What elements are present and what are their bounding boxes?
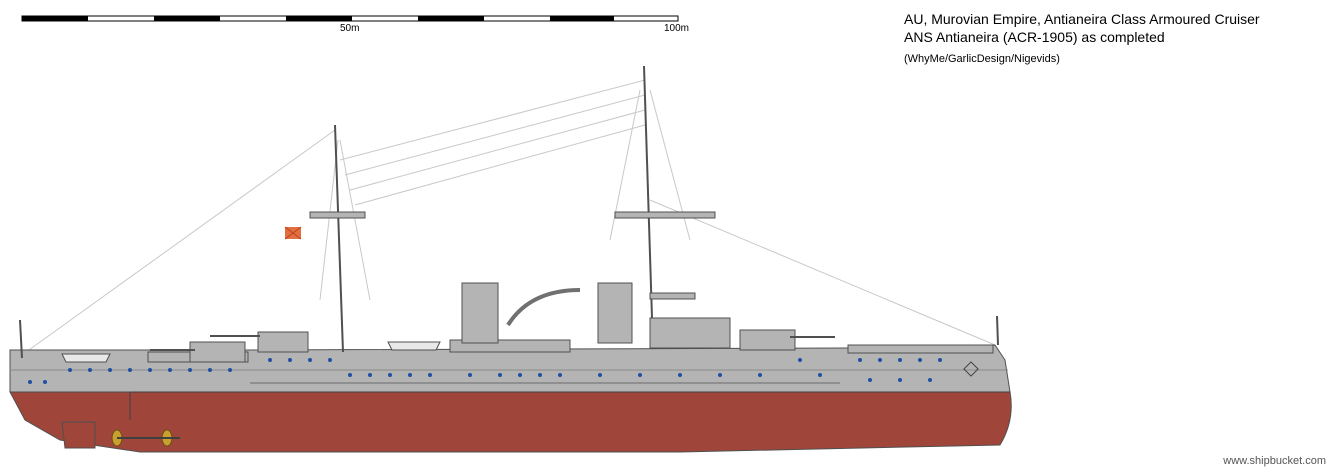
- scale-label-50m: 50m: [340, 23, 360, 34]
- title-class-line: AU, Murovian Empire, Antianeira Class Ar…: [904, 11, 1260, 27]
- masts: [19, 65, 999, 359]
- superstructure: [147, 282, 994, 363]
- crane: [506, 288, 581, 327]
- rudder: [61, 421, 96, 449]
- propeller-icon: [111, 429, 180, 447]
- boats: [61, 341, 441, 363]
- title-ship-line: ANS Antianeira (ACR-1905) as completed: [904, 29, 1165, 45]
- rigging: [21, 79, 996, 356]
- scale-bar: [21, 15, 679, 22]
- hull-lower: [9, 391, 1012, 453]
- flag-icon: [284, 226, 302, 240]
- watermark: www.shipbucket.com: [1223, 455, 1326, 467]
- gun-barrels: [150, 335, 835, 351]
- anchor-crest-icon: [963, 361, 979, 377]
- title-block: AU, Murovian Empire, Antianeira Class Ar…: [904, 10, 1260, 68]
- portholes: [28, 358, 942, 384]
- scale-label-100m: 100m: [664, 23, 690, 34]
- credits-line: (WhyMe/GarlicDesign/Nigevids): [904, 53, 1060, 65]
- mast-tops: [309, 211, 716, 300]
